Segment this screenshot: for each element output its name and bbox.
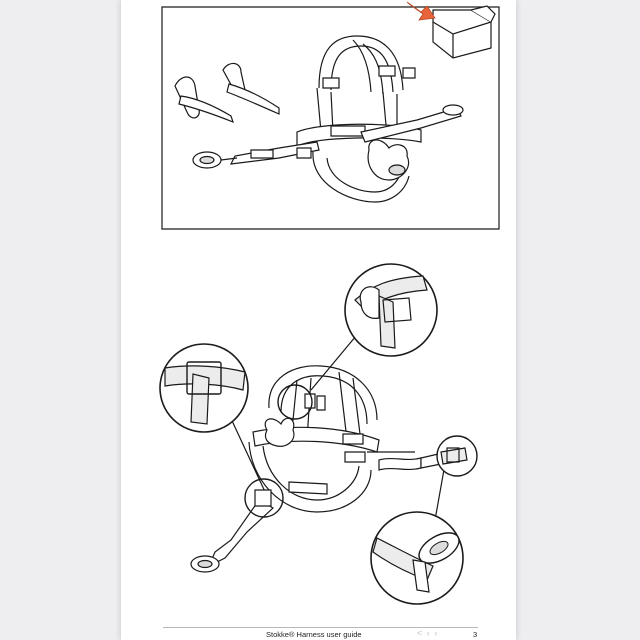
open-box-icon (433, 6, 495, 58)
figure-frame (162, 7, 499, 229)
callout-marker-waist (245, 479, 283, 517)
callout-marker-shoulder (278, 385, 312, 419)
callout-shoulder-buckle (345, 264, 437, 356)
figure-fitting (121, 0, 516, 640)
callout-tether-clip (371, 512, 464, 604)
footer-title: Stokke® Harness user guide (266, 630, 362, 639)
callout-side-buckle (160, 344, 248, 432)
orange-arrow-icon (407, 2, 435, 20)
footer-divider (163, 627, 478, 628)
page-number: 3 (473, 630, 478, 639)
document-page: Stokke® Harness user guide < ‹ › 3 (121, 0, 516, 640)
harness-illustration-1 (175, 36, 463, 202)
callout-lines (227, 330, 445, 520)
page-nav-arrows[interactable]: < ‹ › (417, 628, 439, 638)
figure-contents (121, 0, 516, 640)
harness-illustration-2 (191, 366, 451, 572)
callout-marker-strap (437, 436, 477, 476)
